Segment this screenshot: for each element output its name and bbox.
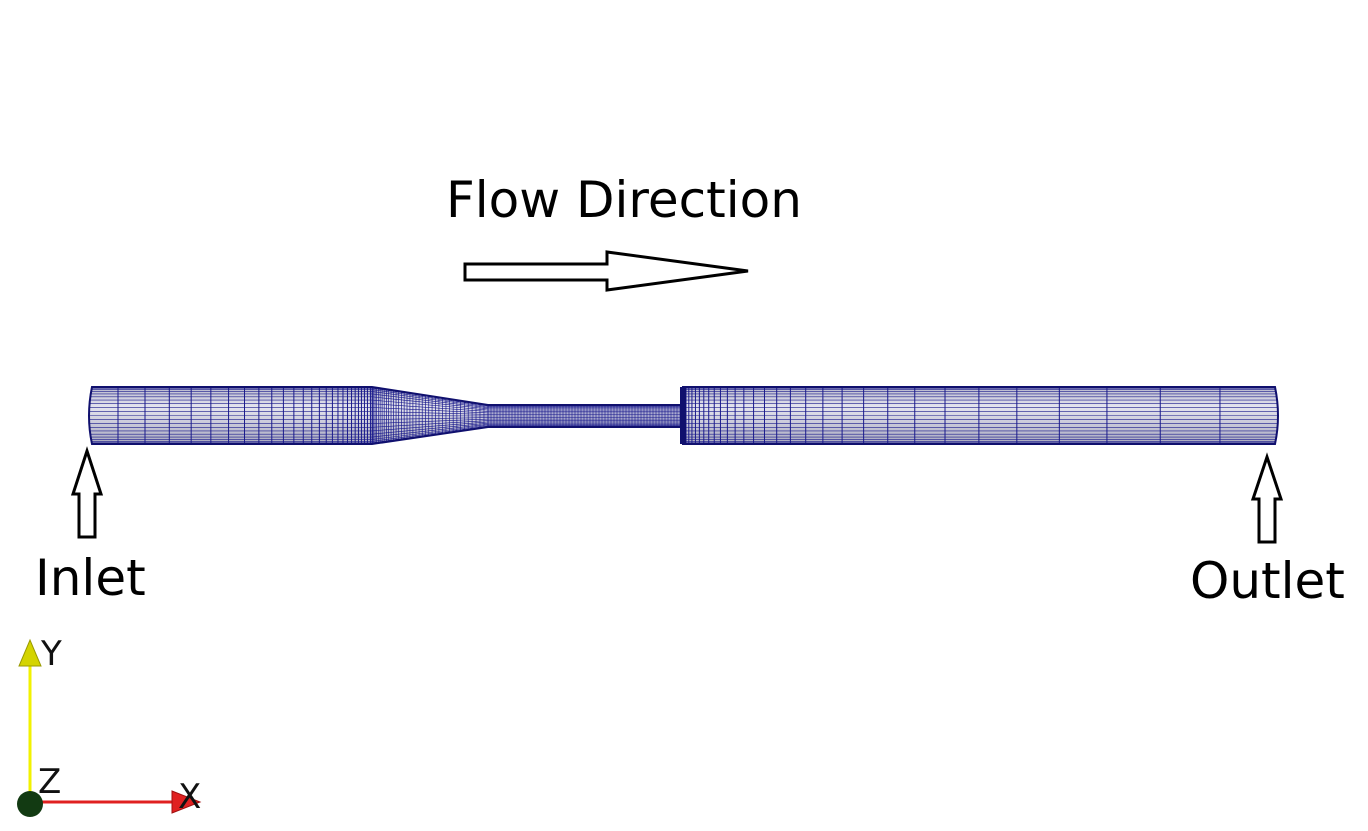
pipe-mesh [88, 386, 1279, 445]
z-axis-label: Z [38, 762, 61, 802]
outlet-arrow-icon [1250, 452, 1284, 544]
y-axis-label: Y [40, 634, 62, 674]
inlet-label: Inlet [35, 549, 146, 607]
flow-arrow-icon [463, 250, 749, 292]
outlet-label: Outlet [1190, 552, 1345, 610]
inlet-arrow-icon [70, 446, 104, 539]
x-axis-label: X [178, 777, 201, 817]
flow-direction-label: Flow Direction [446, 171, 802, 229]
axes-triad-icon: Y Z X [17, 634, 202, 817]
